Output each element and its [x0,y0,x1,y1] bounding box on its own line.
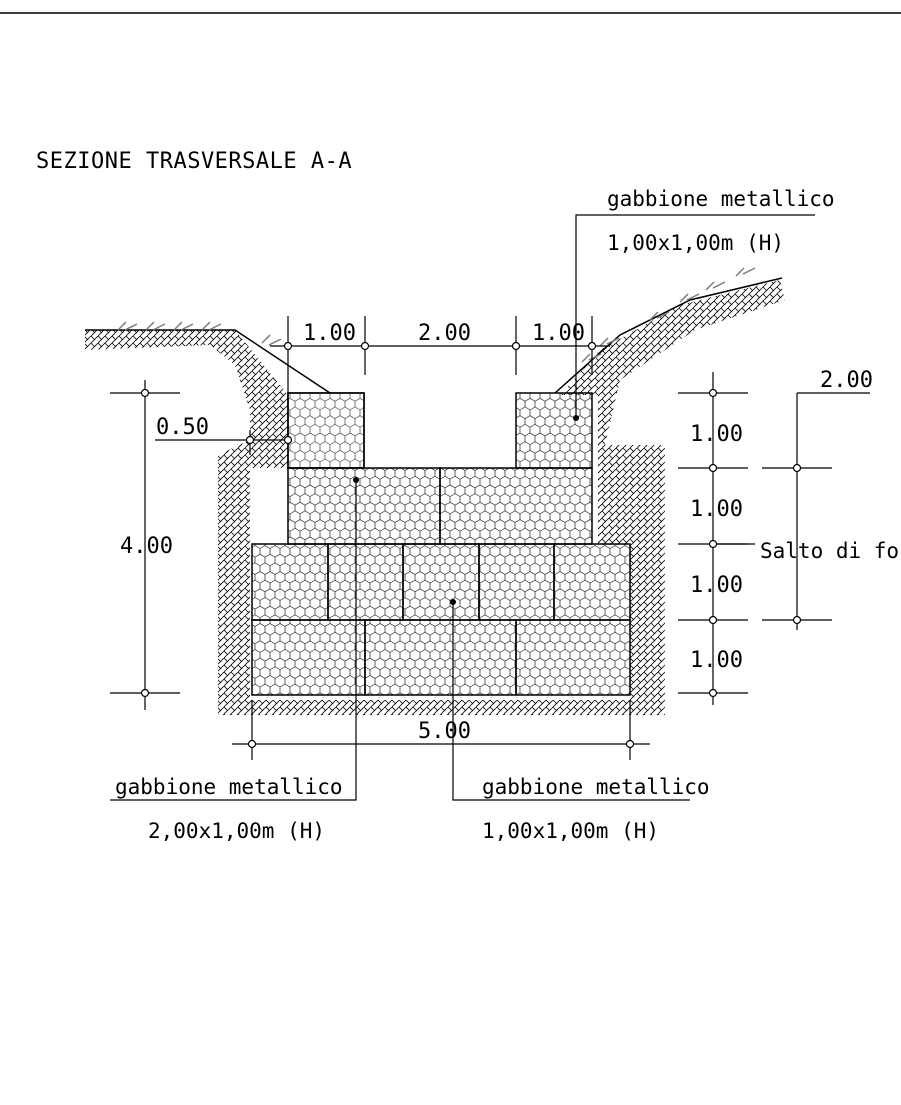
dim-row4: 1.00 [690,648,743,673]
dim-offset: 0.50 [156,415,209,440]
dim-row1: 1.00 [690,422,743,447]
leader-dots [353,415,579,605]
gabion-row4-1 [251,619,366,696]
label-bottom-left-line1: gabbione metallico [115,775,343,799]
dim-top-left: 1.00 [303,321,356,346]
dimension-nodes [140,341,802,749]
dimension-lines [110,214,870,801]
soil-hatch [85,277,785,715]
gabion-blocks [251,392,631,696]
gabion-row3-4 [478,543,555,621]
gabion-top-right [515,392,593,469]
dim-row2: 1.00 [690,497,743,522]
label-bottom-right-line1: gabbione metallico [482,775,710,799]
grass-marks [117,267,756,363]
gabion-row4-3 [515,619,631,696]
drawing-title: SEZIONE TRASVERSALE A-A [36,149,352,174]
label-bottom-left-line2: 2,00x1,00m (H) [148,819,325,843]
dim-salto-height: 2.00 [820,368,873,393]
gabion-row2-right [439,467,593,545]
dim-base-width: 5.00 [418,719,471,744]
gabion-row2-left [287,467,441,545]
label-top-right-line2: 1,00x1,00m (H) [607,231,784,255]
dim-top-right: 1.00 [532,321,585,346]
gabion-row3-1 [251,543,329,621]
dim-top-mid: 2.00 [418,321,471,346]
gabion-row3-3 [402,543,480,621]
gabion-row4-2 [364,619,517,696]
label-top-right-line1: gabbione metallico [607,187,835,211]
gabion-row3-2 [327,543,404,621]
gabion-row3-5 [553,543,631,621]
label-salto: Salto di fond [760,539,901,563]
dim-row3: 1.00 [690,573,743,598]
dim-total-height: 4.00 [120,534,173,559]
label-bottom-right-line2: 1,00x1,00m (H) [482,819,659,843]
